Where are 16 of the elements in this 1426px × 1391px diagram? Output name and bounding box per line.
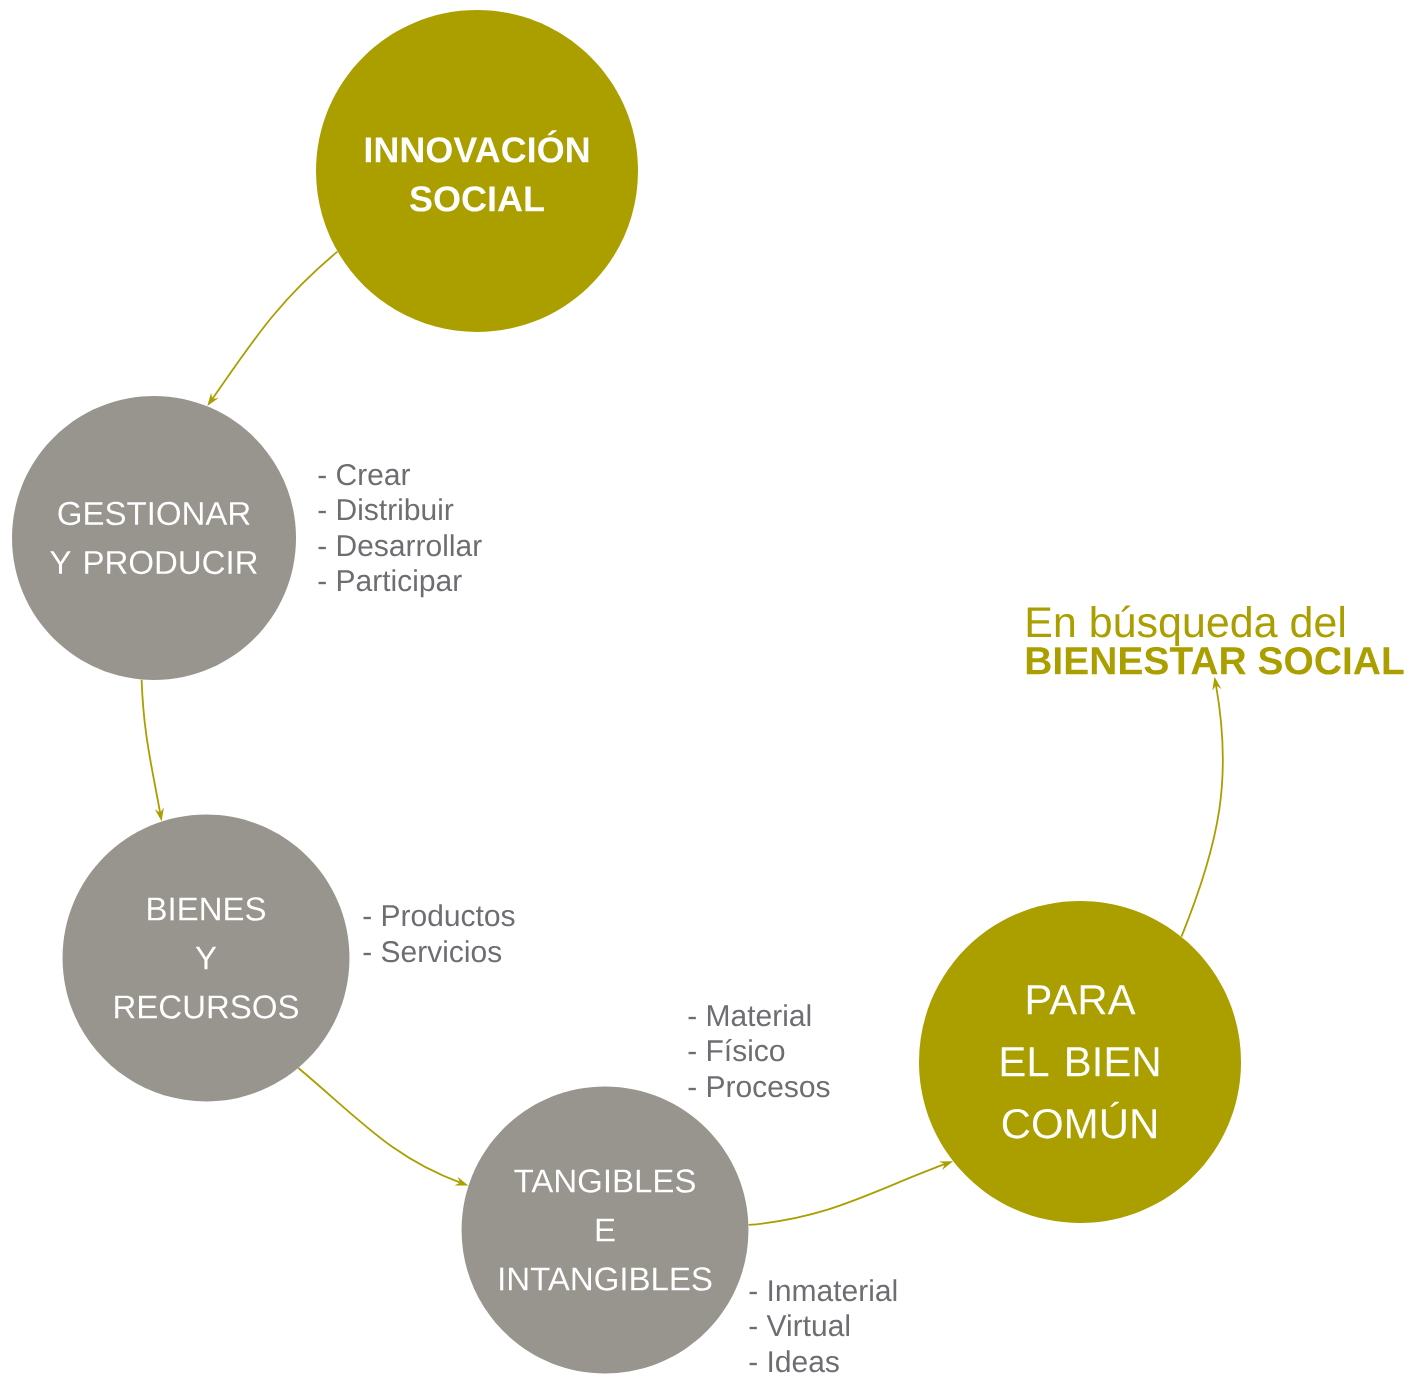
circle-node: BIENES Y RECURSOS (62, 814, 350, 1102)
circle-node: INNOVACIÓN SOCIAL (316, 10, 638, 332)
list-item: - Distribuir (318, 498, 454, 521)
list-item: - Ideas (749, 1350, 839, 1373)
list-item: - Productos (363, 904, 515, 927)
heading-text: En búsqueda del BIENESTAR SOCIAL (1026, 605, 1404, 675)
list-item: - Servicios (363, 940, 502, 963)
list-item: - Físico (688, 1038, 785, 1062)
circle-node: PARA EL BIEN COMÚN (919, 901, 1241, 1223)
list-item: - Desarrollar (318, 534, 482, 557)
list-item: - Material (688, 1004, 811, 1027)
list-item: - Crear (318, 464, 410, 486)
list-item: - Inmaterial (749, 1279, 897, 1302)
circle-node: GESTIONAR Y PRODUCIR (12, 396, 296, 680)
list-item: - Participar (318, 569, 462, 598)
list-item: - Virtual (749, 1314, 849, 1337)
